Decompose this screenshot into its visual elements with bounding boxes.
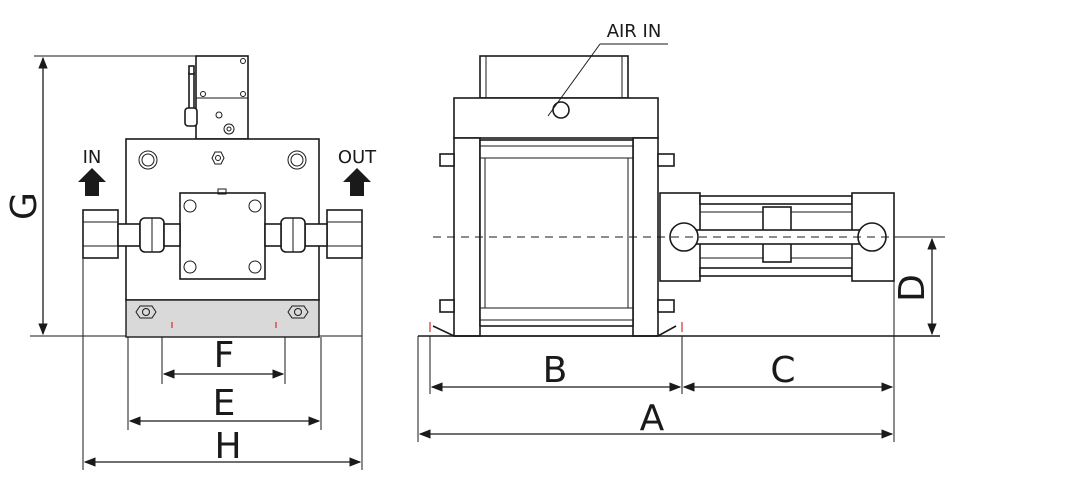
- air-in-leader: [547, 43, 601, 117]
- dim-label-e: E: [213, 383, 236, 424]
- air-cylinder: [479, 139, 634, 327]
- dim-label-g: G: [4, 192, 45, 220]
- front-view: [78, 55, 371, 344]
- air-drive-cap: [479, 55, 629, 99]
- dim-label-a: A: [640, 398, 665, 439]
- inlet-fitting: [82, 209, 119, 259]
- out-label: OUT: [338, 147, 377, 168]
- dim-label-c: C: [770, 350, 795, 391]
- air-in-label: AIR IN: [607, 21, 662, 42]
- in-label: IN: [83, 147, 102, 168]
- in-arrow-icon: [78, 168, 106, 196]
- center-flange: [179, 192, 266, 280]
- base-plate-front: [125, 299, 320, 338]
- out-arrow-icon: [343, 168, 371, 196]
- top-plate: [453, 97, 659, 139]
- side-view: [418, 55, 940, 337]
- dim-label-b: B: [543, 350, 568, 391]
- dim-label-h: H: [214, 426, 241, 467]
- outlet-fitting: [326, 209, 363, 259]
- dim-label-d: D: [892, 274, 933, 302]
- air-in-port: [552, 101, 570, 119]
- dim-label-f: F: [214, 335, 235, 376]
